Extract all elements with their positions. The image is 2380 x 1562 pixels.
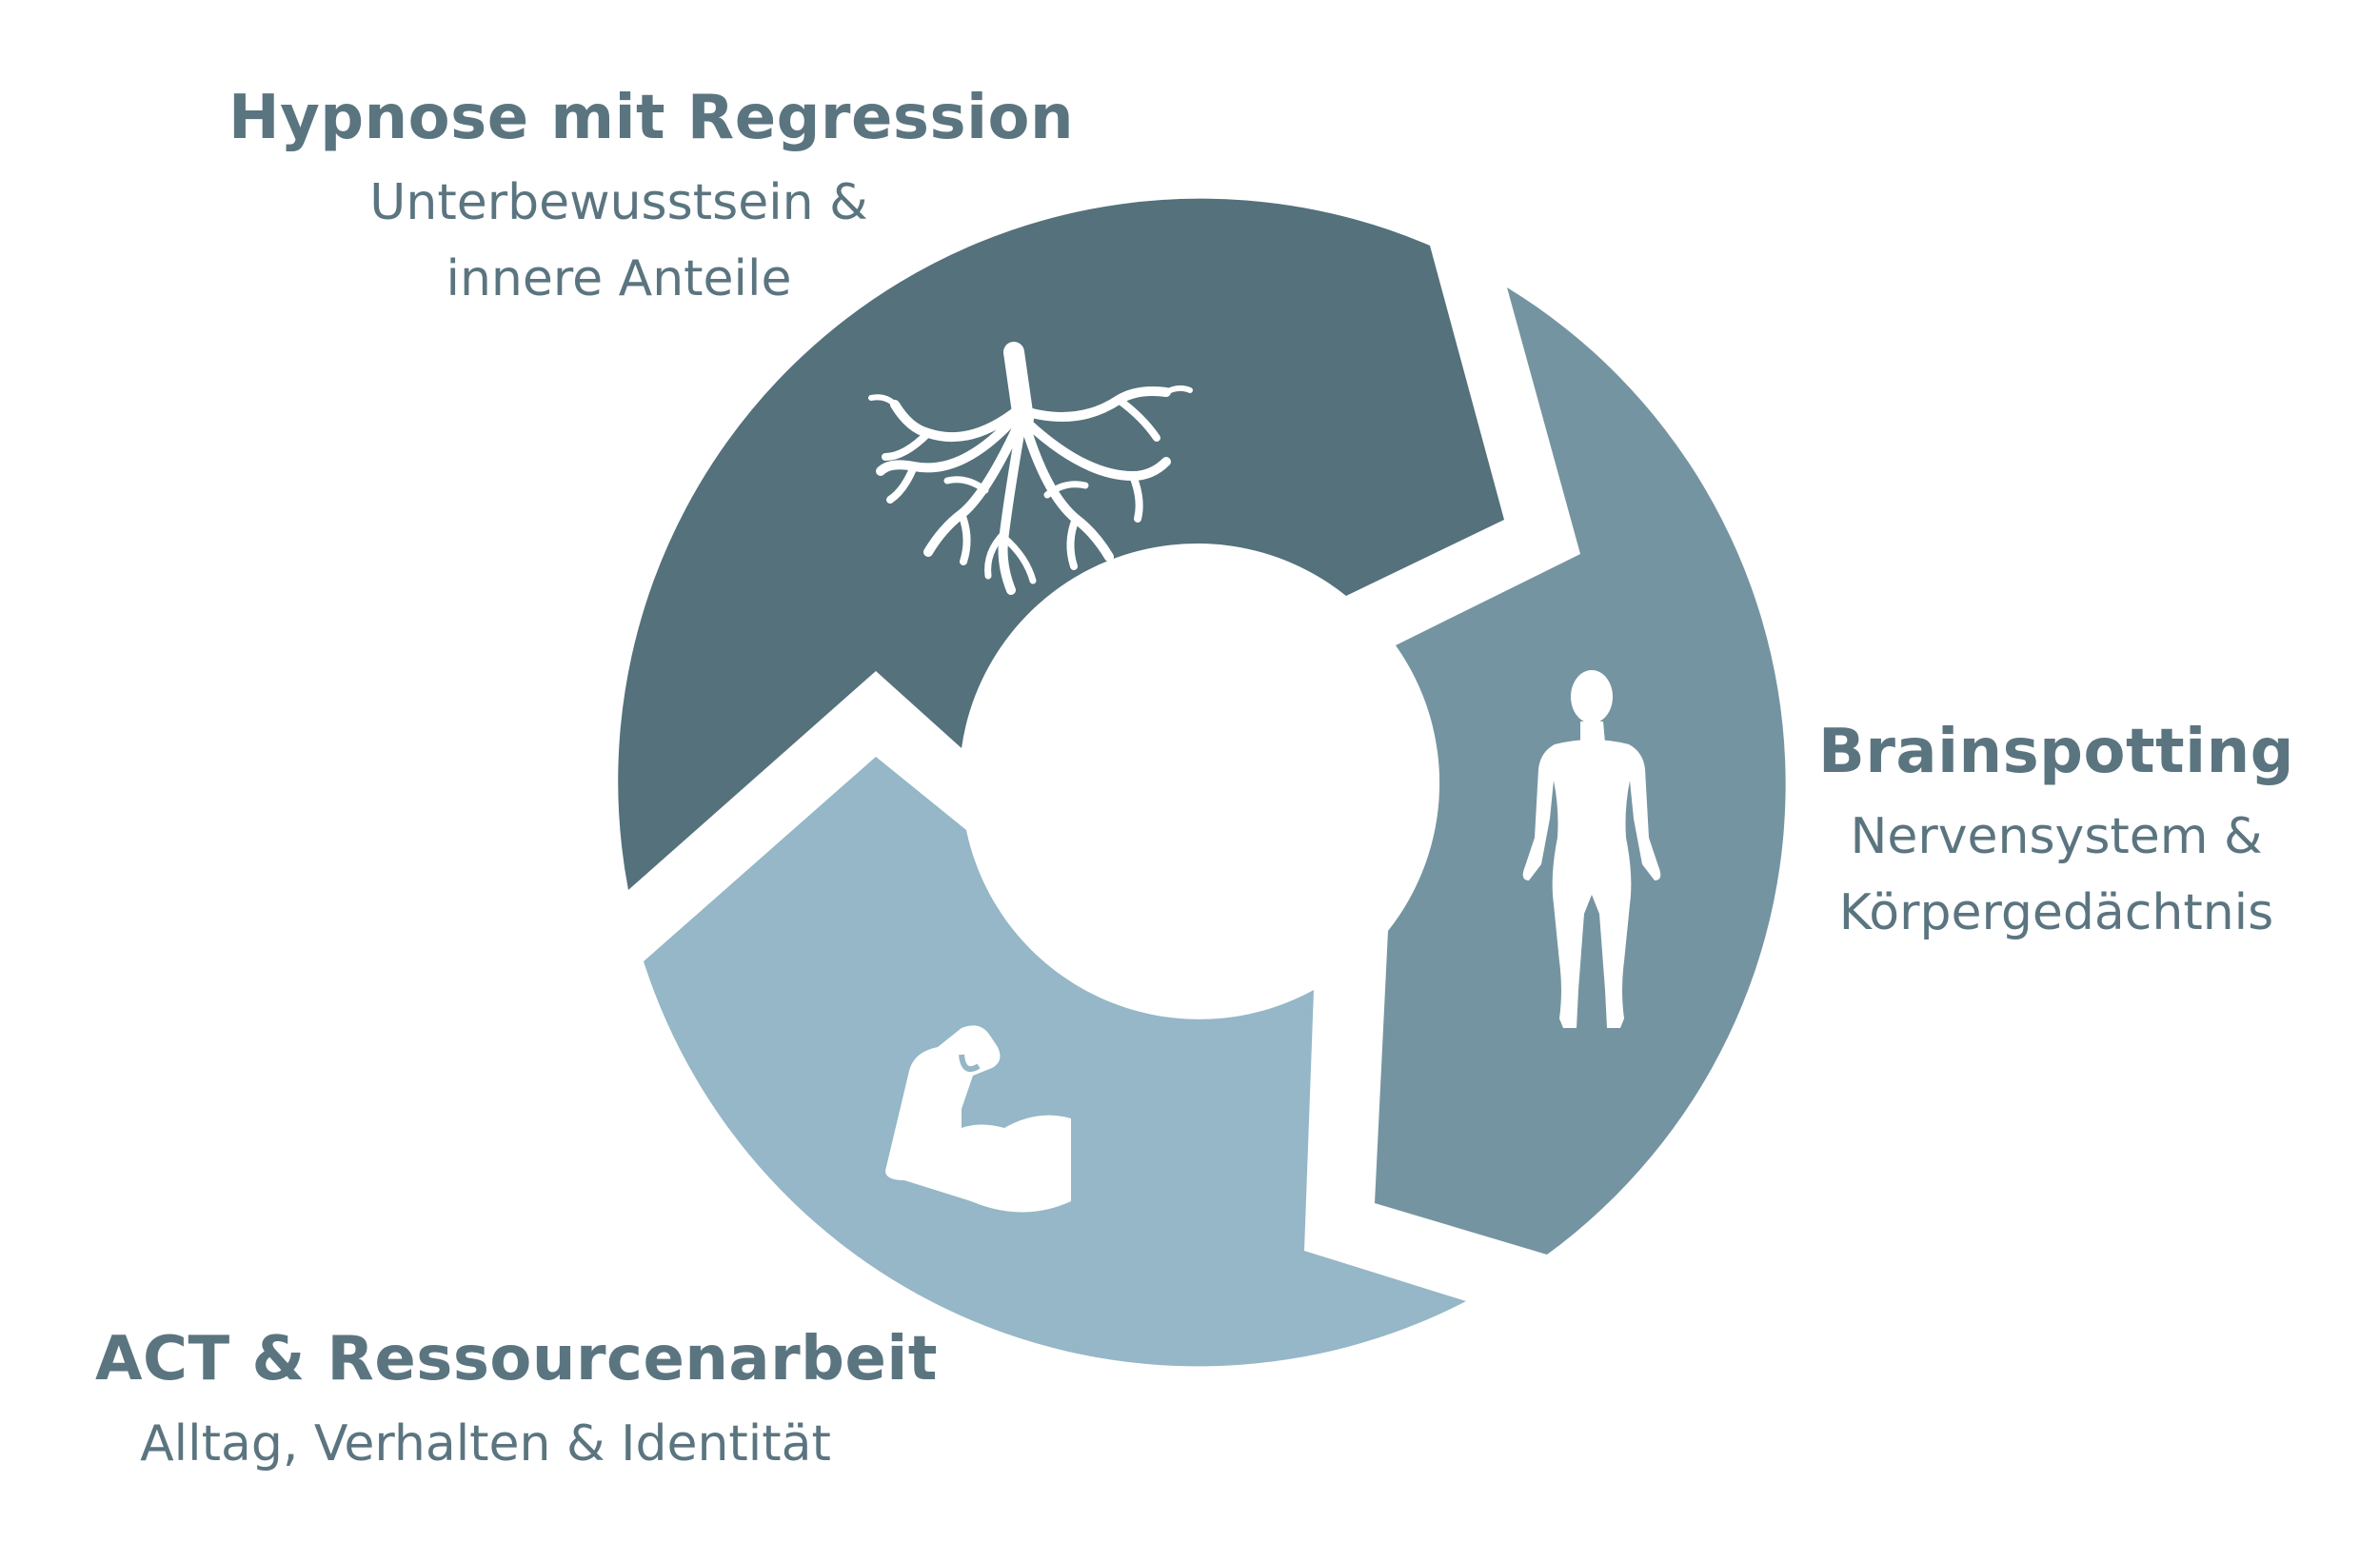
act-title: ACT & Ressourcenarbeit: [95, 1324, 938, 1394]
hypnose-subtitle-line-1: Unterbewusstsein &: [369, 173, 868, 231]
human-body-icon: [1522, 670, 1661, 1028]
hypnose-title: Hypnose mit Regression: [228, 83, 1075, 153]
tree-roots-icon: [868, 342, 1193, 595]
label-brainspotting: Brainspotting Nervensystem & Körpergedäc…: [1809, 716, 2304, 951]
act-subtitle: Alltag, Verhalten & Identität: [95, 1406, 876, 1482]
brainspotting-subtitle-line-1: Nervensystem &: [1850, 807, 2263, 865]
segment-act: [644, 757, 1466, 1367]
brainspotting-subtitle: Nervensystem & Körpergedächtnis: [1809, 799, 2304, 951]
brainspotting-subtitle-line-2: Körpergedächtnis: [1838, 883, 2274, 941]
brainspotting-title: Brainspotting: [1818, 717, 2294, 787]
act-subtitle-line-1: Alltag, Verhalten & Identität: [140, 1414, 831, 1473]
hypnose-subtitle-line-2: innere Anteile: [446, 249, 792, 307]
hypnose-subtitle: Unterbewusstsein & innere Anteile: [228, 165, 1009, 317]
label-hypnose: Hypnose mit Regression Unterbewusstsein …: [228, 82, 1075, 317]
flexed-arm-icon: [885, 1025, 1071, 1213]
segment-hypnose: [618, 198, 1504, 890]
label-act: ACT & Ressourcenarbeit Alltag, Verhalten…: [95, 1323, 938, 1482]
dumbbell-handle: [959, 1054, 981, 1072]
